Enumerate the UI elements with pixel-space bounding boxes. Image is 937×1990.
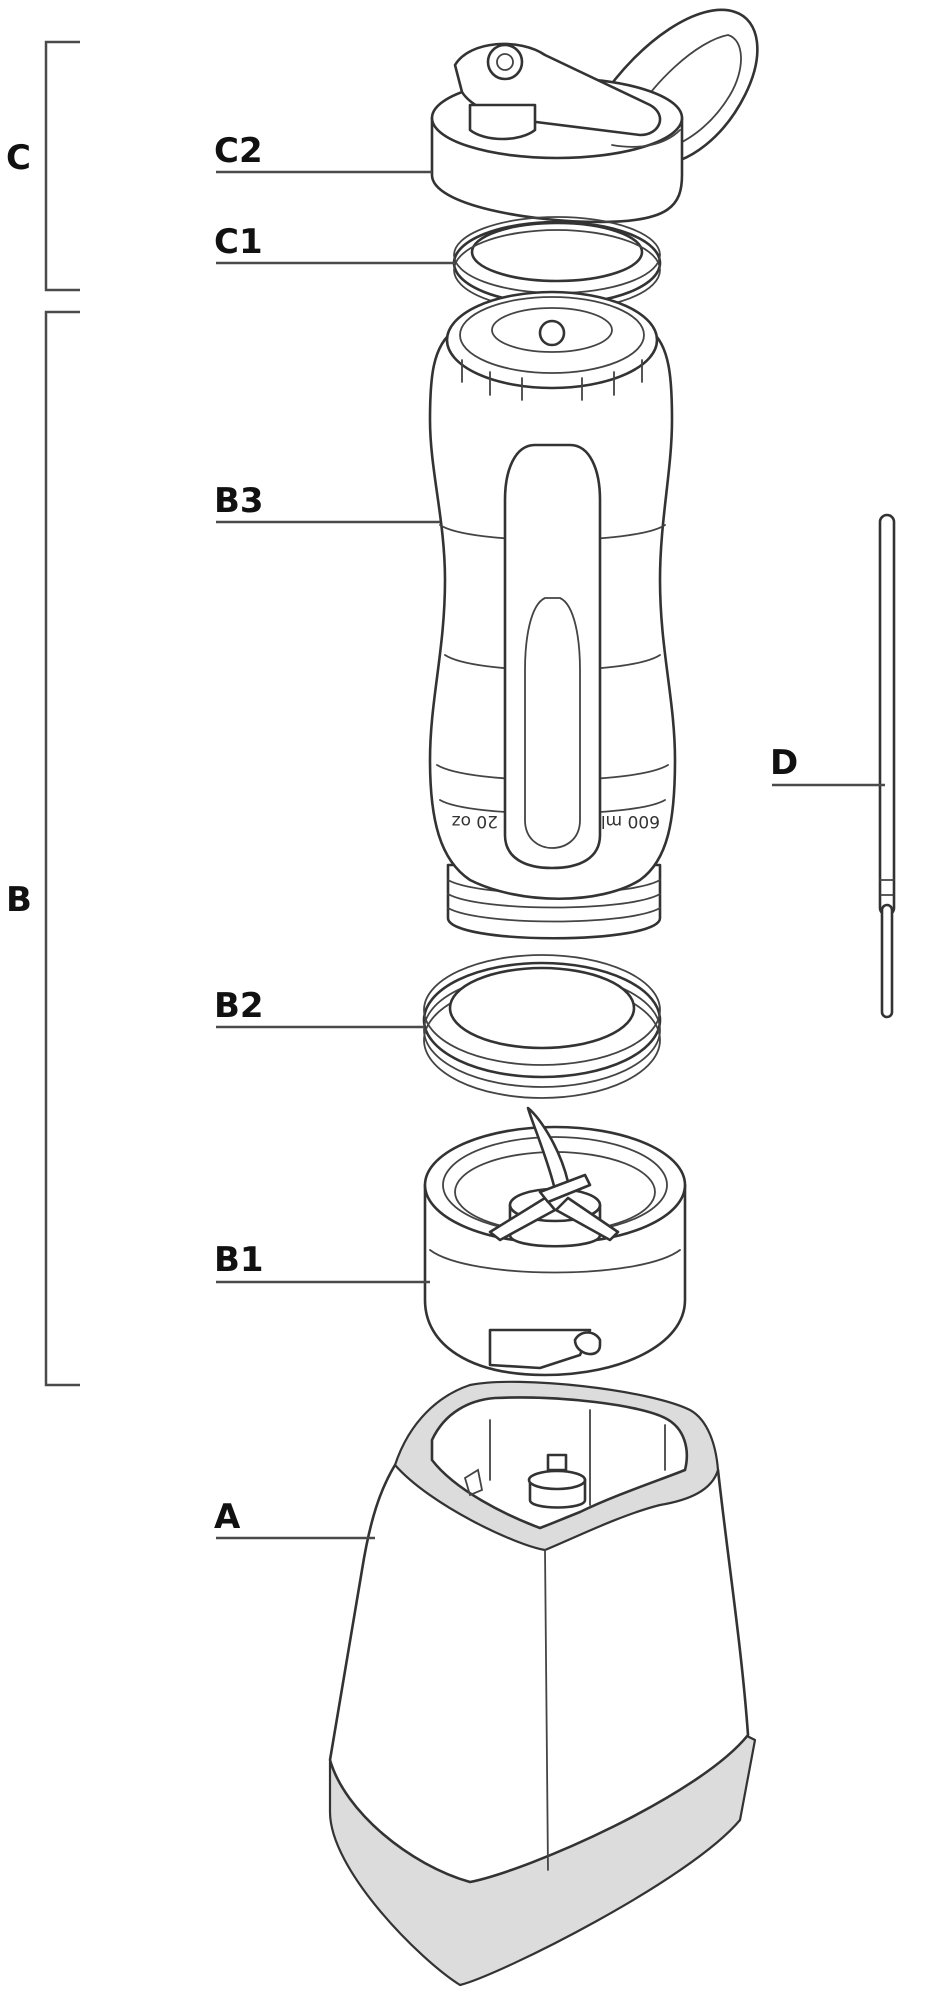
group-label-c: C <box>6 138 31 178</box>
bracket-c <box>44 40 80 292</box>
part-label-b2: B2 <box>214 986 264 1026</box>
part-b2-seal-ring <box>422 954 662 1099</box>
part-label-b3: B3 <box>214 481 264 521</box>
part-label-b1: B1 <box>214 1240 264 1280</box>
part-label-d: D <box>770 743 798 783</box>
part-label-c2: C2 <box>214 131 263 171</box>
graduation-oz: 20 oz <box>452 811 498 831</box>
part-d-stick <box>878 513 896 1019</box>
part-b3-cup: 20 oz 600 ml <box>428 290 677 940</box>
part-c1-seal-ring <box>452 216 662 311</box>
part-label-c1: C1 <box>214 222 263 262</box>
graduation-ml: 600 ml <box>601 811 660 831</box>
part-c2-lid <box>430 8 759 224</box>
part-b1-blade-unit <box>423 1106 687 1377</box>
bracket-b <box>44 310 80 1387</box>
part-label-a: A <box>214 1497 241 1537</box>
part-a-motor-base <box>328 1380 757 1987</box>
group-label-b: B <box>6 880 32 920</box>
